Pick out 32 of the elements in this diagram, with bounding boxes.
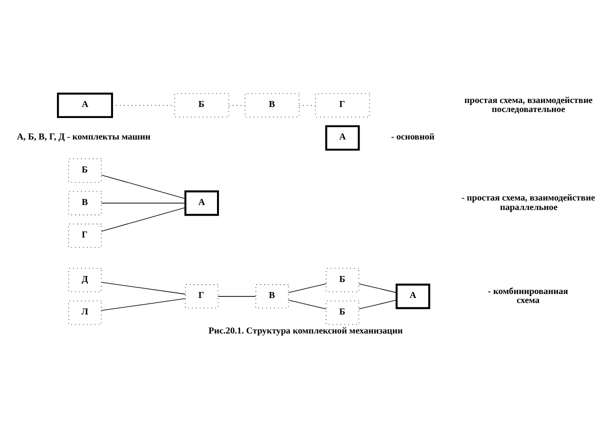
node-box: Б [326, 300, 360, 324]
connector [101, 202, 186, 203]
node-box: А [325, 124, 360, 150]
label: - комбинированная схема [488, 285, 568, 305]
node-box: В [255, 284, 289, 308]
node-box: А [396, 283, 430, 309]
connector [101, 281, 186, 294]
node-box: Б [68, 158, 102, 182]
node-box: Г [315, 92, 370, 117]
node-box: Г [68, 223, 102, 248]
node-box: А [184, 190, 219, 216]
node-label: - основной [391, 131, 435, 142]
label: А, Б, В, Г, Д - комплекты машин [16, 131, 150, 142]
node-box: Б [326, 268, 360, 292]
label: - простая схема, взаимодействие параллельное [461, 192, 596, 212]
connector [101, 206, 186, 232]
node-box: В [244, 92, 300, 117]
connector [298, 104, 316, 106]
node-box: Д [68, 268, 102, 292]
node-box: Б [174, 92, 230, 117]
connector [358, 282, 397, 292]
connector [358, 299, 397, 309]
node-box: Г [185, 284, 218, 308]
connector [101, 174, 186, 198]
node-box: Л [68, 300, 102, 324]
node-box: А [56, 92, 114, 118]
label: простая схема, взаимодействие последовательное [464, 94, 593, 114]
connector [288, 299, 326, 309]
node-box: В [68, 190, 102, 215]
connector [101, 298, 186, 310]
caption: Рис.20.1. Структура комплексной механизации [208, 325, 403, 336]
connector [288, 282, 326, 292]
